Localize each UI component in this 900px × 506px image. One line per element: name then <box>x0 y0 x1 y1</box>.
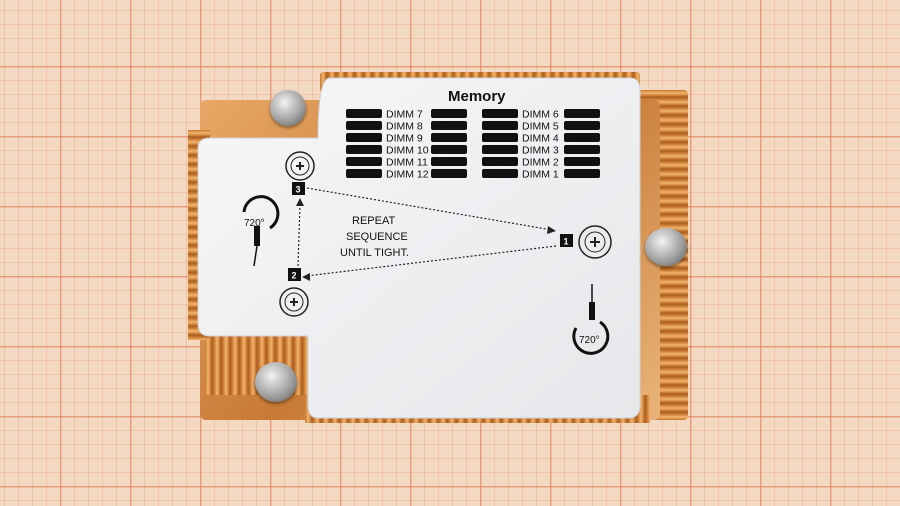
dimm-slot-icon <box>431 121 467 130</box>
step-3-number: 3 <box>296 185 301 195</box>
dimm-slot-icon <box>346 133 382 142</box>
dimm-slot-icon <box>346 169 382 178</box>
instruction-line-3: UNTIL TIGHT. <box>340 247 409 259</box>
label-title: Memory <box>448 88 506 105</box>
screw-right <box>645 228 687 266</box>
arrow-heads <box>296 198 556 281</box>
dimm-slot-icon <box>482 109 518 118</box>
dimm-slot-icon <box>564 145 600 154</box>
dimm-slot-icon <box>431 133 467 142</box>
dimm-slot-icon <box>431 109 467 118</box>
dimm-label: DIMM 4 <box>522 133 559 145</box>
dimm-slot-icon <box>564 133 600 142</box>
dimm-slot-icon <box>346 121 382 130</box>
screw-position-1-icon <box>578 225 612 259</box>
dimm-slot-icon <box>564 109 600 118</box>
dimm-slot-icon <box>346 109 382 118</box>
dimm-label: DIMM 5 <box>522 121 559 133</box>
rotation-720-icon-right: 720° <box>572 284 610 355</box>
step-1-badge <box>560 234 573 247</box>
screw-position-2-icon <box>279 287 309 317</box>
dimm-label: DIMM 9 <box>386 133 423 145</box>
instruction-line-2: SEQUENCE <box>346 231 408 243</box>
dimm-slot-icon <box>564 157 600 166</box>
dimm-label: DIMM 6 <box>522 109 559 121</box>
dimm-slot-icon <box>482 145 518 154</box>
dimm-label: DIMM 10 <box>386 145 429 157</box>
dimm-label: DIMM 8 <box>386 121 423 133</box>
dimm-list-right: DIMM 6 DIMM 5 DIMM 4 DIMM 3 DIMM 2 <box>482 109 600 181</box>
dimm-slot-icon <box>346 145 382 154</box>
dimm-label: DIMM 12 <box>386 169 429 181</box>
dimm-slot-icon <box>431 169 467 178</box>
step-2-badge <box>288 268 301 281</box>
dimm-slot-icon <box>431 145 467 154</box>
dimm-slot-icon <box>564 169 600 178</box>
dimm-label: DIMM 2 <box>522 157 559 169</box>
dimm-slot-icon <box>482 133 518 142</box>
dimm-label: DIMM 11 <box>386 157 428 169</box>
step-1-number: 1 <box>564 237 569 247</box>
instruction-line-1: REPEAT <box>352 215 395 227</box>
dimm-label: DIMM 3 <box>522 145 559 157</box>
dimm-slot-icon <box>431 157 467 166</box>
dimm-label: DIMM 7 <box>386 109 423 121</box>
step-3-badge <box>292 182 305 195</box>
dimm-list-left: DIMM 7 DIMM 8 DIMM 9 DIMM 10 DIMM 11 <box>346 109 467 181</box>
dimm-slot-icon <box>346 157 382 166</box>
screw-top-left <box>270 90 306 126</box>
dimm-label: DIMM 1 <box>522 169 559 181</box>
dimm-slot-icon <box>482 157 518 166</box>
step-2-number: 2 <box>292 271 297 281</box>
screw-bottom-left <box>255 362 297 402</box>
dimm-slot-icon <box>482 121 518 130</box>
dimm-slot-icon <box>564 121 600 130</box>
svg-text:720°: 720° <box>244 218 265 229</box>
svg-text:720°: 720° <box>579 335 600 346</box>
tightening-sequence-arrows <box>297 187 557 277</box>
rotation-720-icon-left: 720° <box>242 195 280 267</box>
dimm-slot-icon <box>482 169 518 178</box>
screw-position-3-icon <box>285 151 315 181</box>
